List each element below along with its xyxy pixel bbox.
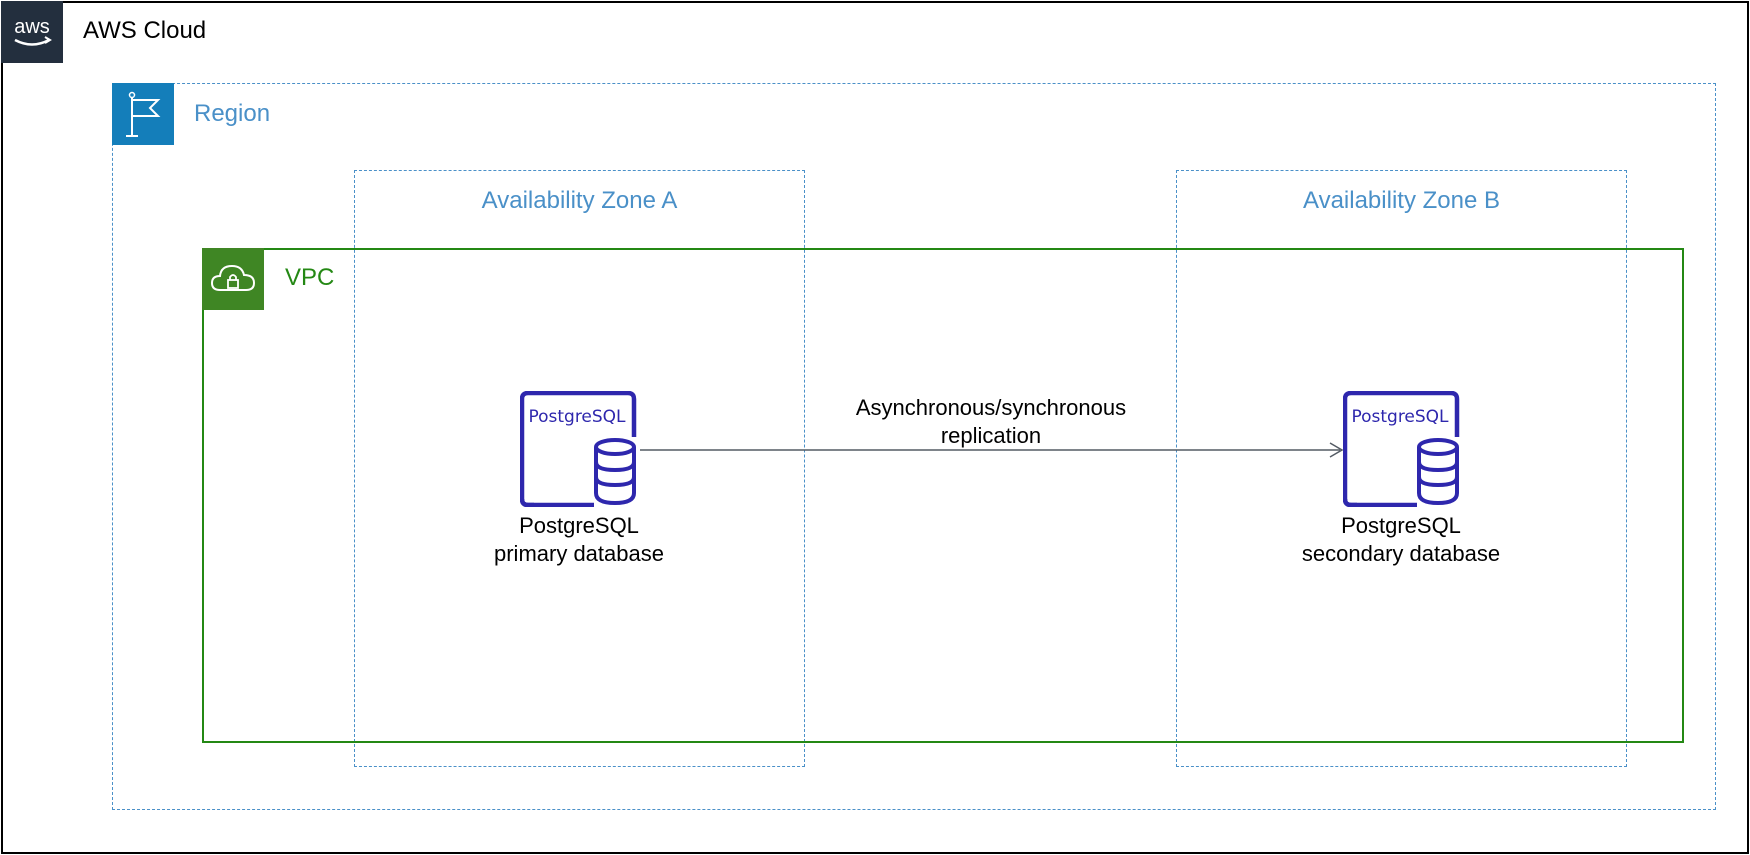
postgresql-icon-text: PostgreSQL xyxy=(528,407,626,427)
postgresql-database-icon: PostgreSQL xyxy=(519,390,638,508)
secondary-database-label-line2: secondary database xyxy=(1301,541,1501,566)
vpc-title: VPC xyxy=(285,264,335,291)
region-title: Region xyxy=(194,100,271,127)
availability-zone-a-title: Availability Zone A xyxy=(481,187,678,214)
secondary-database-label: PostgreSQL secondary database xyxy=(1251,512,1551,568)
replication-label-line1: Asynchronous/synchronous xyxy=(855,395,1127,420)
primary-database-label-line1: PostgreSQL xyxy=(519,513,639,538)
postgresql-database-icon: PostgreSQL xyxy=(1342,390,1461,508)
primary-database-label-line2: primary database xyxy=(494,541,664,566)
aws-logo-text: aws xyxy=(14,16,50,38)
availability-zone-b-title: Availability Zone B xyxy=(1303,187,1500,214)
postgresql-icon-text: PostgreSQL xyxy=(1351,407,1449,427)
replication-label: Asynchronous/synchronous replication xyxy=(841,394,1141,450)
vpc-group xyxy=(202,248,1684,743)
replication-label-line2: replication xyxy=(940,423,1042,448)
secondary-database-label-line1: PostgreSQL xyxy=(1341,513,1461,538)
aws-cloud-title: AWS Cloud xyxy=(83,17,207,44)
flag-icon xyxy=(112,83,174,145)
availability-zone-a xyxy=(354,170,805,767)
region-group xyxy=(112,83,1716,810)
availability-zone-b xyxy=(1176,170,1627,767)
primary-database-label: PostgreSQL primary database xyxy=(429,512,729,568)
aws-logo-icon: aws xyxy=(1,1,63,63)
cloud-lock-icon xyxy=(202,248,264,310)
